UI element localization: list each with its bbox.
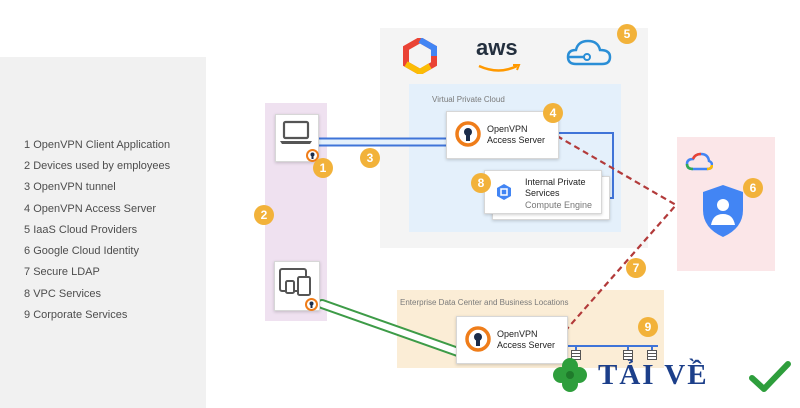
legend-item: 3 OpenVPN tunnel xyxy=(24,181,116,193)
legend-item: 4 OpenVPN Access Server xyxy=(24,203,157,215)
google-cloud-logo xyxy=(403,38,437,74)
internal-services-card: Internal Private Services Compute Engine xyxy=(484,170,602,214)
secure-ldap-link xyxy=(556,135,678,331)
legend-item: 5 IaaS Cloud Providers xyxy=(24,224,138,236)
aws-smile-icon xyxy=(478,64,521,72)
devices-icon xyxy=(279,268,311,296)
badge-6: 6 xyxy=(743,178,763,198)
legend-item: 1 OpenVPN Client Application xyxy=(24,139,171,151)
aws-logo: aws xyxy=(476,35,522,72)
clover-icon xyxy=(553,358,587,392)
openvpn-tunnel-green xyxy=(317,299,463,357)
access-server-title: OpenVPN Access Server xyxy=(487,124,546,145)
badge-5: 5 xyxy=(617,24,637,44)
server-icon xyxy=(571,350,581,360)
openvpn-client-icon xyxy=(306,149,319,162)
server-icon xyxy=(623,350,633,360)
legend-item: 7 Secure LDAP xyxy=(24,266,100,278)
vpc-internal-link xyxy=(557,132,614,199)
access-server-title: OpenVPN Access Server xyxy=(497,329,556,350)
legend-panel: 1 OpenVPN Client Application 2 Devices u… xyxy=(0,57,206,408)
datacenter-access-server-card: OpenVPN Access Server xyxy=(456,316,568,364)
cloud-access-server-card: OpenVPN Access Server xyxy=(446,111,559,159)
legend-item: 9 Corporate Services xyxy=(24,309,128,321)
badge-1: 1 xyxy=(313,158,333,178)
google-cloud-small-logo xyxy=(685,152,713,171)
badge-3: 3 xyxy=(360,148,380,168)
badge-2: 2 xyxy=(254,205,274,225)
watermark-text: TẢI VỀ xyxy=(598,359,709,391)
badge-9: 9 xyxy=(638,317,658,337)
compute-engine-label: Compute Engine xyxy=(525,200,593,210)
openvpn-logo-icon xyxy=(455,121,481,147)
aws-logo-text: aws xyxy=(476,35,518,60)
checkmark-icon xyxy=(749,361,791,392)
vpc-label: Virtual Private Cloud xyxy=(432,95,505,104)
badge-8: 8 xyxy=(471,173,491,193)
compute-engine-icon xyxy=(497,184,511,200)
cloud-identity-shield-icon xyxy=(703,185,743,237)
openvpn-client-icon xyxy=(305,298,318,311)
legend-item: 6 Google Cloud Identity xyxy=(24,245,139,257)
laptop-icon xyxy=(280,120,312,144)
badge-7: 7 xyxy=(626,258,646,278)
legend-item: 2 Devices used by employees xyxy=(24,160,171,172)
internal-services-title: Internal Private Services xyxy=(525,177,586,198)
azure-cloud-logo xyxy=(566,39,612,66)
openvpn-logo-icon xyxy=(465,326,491,352)
server-icon xyxy=(647,350,657,360)
legend-item: 8 VPC Services xyxy=(24,288,102,300)
badge-4: 4 xyxy=(543,103,563,123)
datacenter-label: Enterprise Data Center and Business Loca… xyxy=(400,298,569,307)
